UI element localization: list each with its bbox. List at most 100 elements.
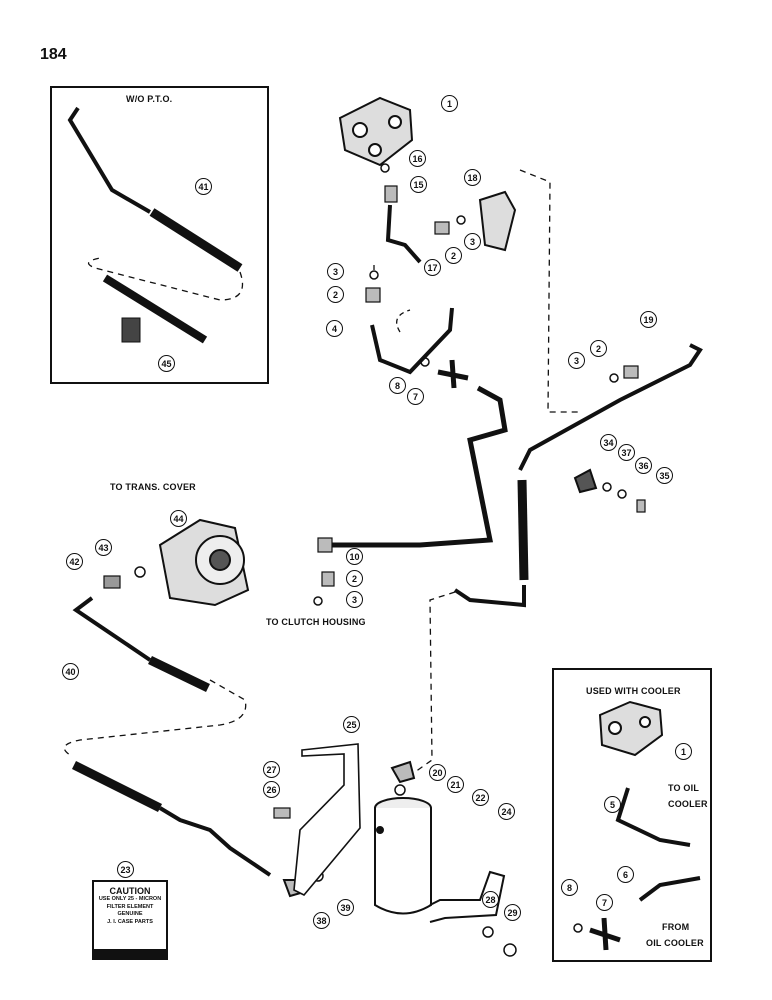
tube-17 (385, 204, 422, 264)
caution-line-4: J. I. CASE PARTS (107, 918, 153, 925)
dashed-mid (373, 262, 411, 333)
callout: 2 (590, 340, 607, 357)
nut-29 (503, 943, 517, 957)
tube-41-upper (67, 106, 152, 214)
clamp-34 (573, 468, 598, 494)
hose-lower-inset (102, 274, 208, 344)
callout: 41 (195, 178, 212, 195)
o-ring-3-upper (456, 215, 466, 225)
callout: 19 (640, 311, 657, 328)
callout: 38 (313, 912, 330, 929)
caution-decal-23: CAUTION USE ONLY 25 - MICRON FILTER ELEM… (92, 880, 168, 960)
callout: 42 (66, 553, 83, 570)
callout: 10 (346, 548, 363, 565)
callout: 8 (561, 879, 578, 896)
label-oil-cooler: OIL COOLER (646, 938, 704, 948)
callout: 36 (635, 457, 652, 474)
callout: 21 (447, 776, 464, 793)
washer-37 (602, 482, 612, 492)
o-ring-3-right (609, 373, 619, 383)
callout: 1 (441, 95, 458, 112)
callout: 29 (504, 904, 521, 921)
hose-41 (149, 208, 243, 272)
o-ring-3-clutch (313, 596, 323, 606)
tube-lower (158, 806, 272, 877)
caution-line-2: FILTER ELEMENT (106, 903, 154, 910)
fitting-2-mid (365, 287, 381, 303)
o-ring-8-cooler (573, 923, 583, 933)
callout: 25 (343, 716, 360, 733)
fitting-2-right (623, 365, 639, 379)
callout: 39 (337, 899, 354, 916)
label-used-with-cooler: USED WITH COOLER (586, 686, 681, 696)
tee-7 (437, 359, 469, 389)
fitting-15 (384, 185, 398, 203)
tube-40 (72, 596, 152, 662)
label-to-oil: TO OIL (668, 783, 700, 793)
tube-to-clutch (330, 385, 508, 548)
callout: 40 (62, 663, 79, 680)
bracket-45 (121, 317, 141, 343)
callout: 3 (568, 352, 585, 369)
filter-22 (374, 797, 432, 915)
callout: 8 (389, 377, 406, 394)
callout: 24 (498, 803, 515, 820)
elbow-20 (390, 760, 416, 784)
fitting-2-upper (434, 221, 450, 235)
caution-line-1: USE ONLY 25 - MICRON (98, 896, 162, 902)
caution-line-3: GENUINE (117, 911, 143, 917)
o-ring-8 (420, 357, 430, 367)
label-to-trans-cover: TO TRANS. COVER (110, 482, 196, 492)
bracket-25 (293, 743, 361, 896)
label-to-clutch-housing: TO CLUTCH HOUSING (266, 617, 366, 627)
callout: 2 (327, 286, 344, 303)
dashed-40 (63, 679, 247, 756)
callout: 28 (482, 891, 499, 908)
hose-40 (148, 655, 210, 693)
callout: 45 (158, 355, 175, 372)
caution-bottom-bar (94, 949, 166, 958)
page-number: 184 (40, 46, 67, 63)
dashed-link-inset (88, 257, 244, 301)
fitting-42 (103, 575, 121, 589)
callout: 43 (95, 539, 112, 556)
strap-24 (429, 870, 506, 923)
valve-1-cooler (598, 700, 664, 757)
callout: 44 (170, 510, 187, 527)
callout: 18 (464, 169, 481, 186)
callout: 37 (618, 444, 635, 461)
callout: 17 (424, 259, 441, 276)
callout: 5 (604, 796, 621, 813)
caution-title: CAUTION (109, 886, 151, 896)
callout: 2 (445, 247, 462, 264)
bolt-35 (636, 499, 646, 513)
callout: 27 (263, 761, 280, 778)
elbow-18 (478, 190, 517, 252)
callout: 7 (596, 894, 613, 911)
callout: 26 (263, 781, 280, 798)
callout: 15 (410, 176, 427, 193)
callout: 3 (327, 263, 344, 280)
fitting-2-clutch (321, 571, 335, 587)
callout: 6 (617, 866, 634, 883)
callout: 1 (675, 743, 692, 760)
callout: 2 (346, 570, 363, 587)
tee-7-cooler (589, 917, 621, 951)
hose-main (517, 479, 529, 581)
label-wo-pto: W/O P.T.O. (126, 94, 173, 104)
tube-19 (518, 343, 703, 471)
callout: 3 (346, 591, 363, 608)
dashed-18 (519, 169, 580, 413)
fitting-10 (317, 537, 333, 553)
washer-36 (617, 489, 627, 499)
callout: 34 (600, 434, 617, 451)
label-cooler: COOLER (668, 799, 708, 809)
dashed-to-filter (414, 591, 456, 773)
tube-main-lower (453, 585, 526, 608)
nut-28 (482, 926, 494, 938)
callout: 4 (326, 320, 343, 337)
tube-4 (370, 307, 454, 375)
o-ring-16 (380, 163, 390, 173)
pump-44 (158, 518, 250, 607)
